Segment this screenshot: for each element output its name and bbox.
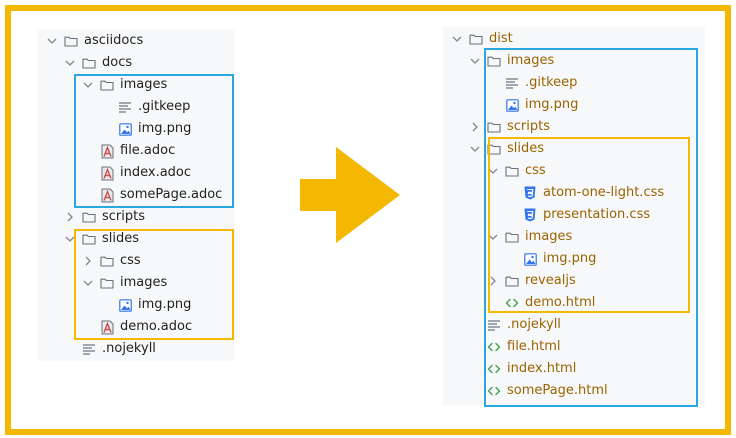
tree-row-label: slides <box>102 231 140 246</box>
tree-row-label: revealjs <box>525 273 576 288</box>
image-file-icon <box>117 118 133 140</box>
folder-icon <box>486 50 502 72</box>
tree-row-label: presentation.css <box>543 207 651 222</box>
tree-row-label: images <box>120 275 168 290</box>
tree-row-label: .nojekyll <box>102 341 156 356</box>
folder-icon <box>81 206 97 228</box>
asciidoc-file-icon <box>99 140 115 162</box>
tree-row-label: demo.html <box>525 295 596 310</box>
chevron-down-icon[interactable] <box>47 30 57 52</box>
tree-row-label: somePage.html <box>507 383 608 398</box>
chevron-down-icon[interactable] <box>488 226 498 248</box>
tree-row-label: css <box>120 253 141 268</box>
tree-row-label: atom-one-light.css <box>543 185 665 200</box>
folder-icon <box>99 272 115 294</box>
text-file-icon <box>486 314 502 336</box>
tree-row-label: scripts <box>507 119 550 134</box>
chevron-down-icon[interactable] <box>470 138 480 160</box>
right-arrow <box>300 147 400 243</box>
image-file-icon <box>117 294 133 316</box>
dist-tree-panel <box>443 27 705 405</box>
tree-row-label: index.html <box>507 361 577 376</box>
tree-row-label: img.png <box>138 297 192 312</box>
asciidoc-file-icon <box>99 184 115 206</box>
tree-row-label: images <box>507 53 555 68</box>
html-file-icon <box>486 336 502 358</box>
tree-row-label: images <box>525 229 573 244</box>
folder-icon <box>63 30 79 52</box>
chevron-right-icon[interactable] <box>470 116 480 138</box>
tree-row-label: css <box>525 163 546 178</box>
text-file-icon <box>504 72 520 94</box>
tree-row-label: img.png <box>525 97 579 112</box>
html-file-icon <box>486 380 502 402</box>
tree-row-label: img.png <box>543 251 597 266</box>
tree-row-label: docs <box>102 55 133 70</box>
source-slides-highlight <box>74 229 234 340</box>
chevron-right-icon[interactable] <box>83 250 93 272</box>
folder-icon <box>504 270 520 292</box>
chevron-down-icon[interactable] <box>83 74 93 96</box>
folder-icon <box>99 74 115 96</box>
source-docs-highlight <box>74 74 234 208</box>
css-file-icon <box>522 182 538 204</box>
css-file-icon <box>522 204 538 226</box>
chevron-down-icon[interactable] <box>65 52 75 74</box>
tree-row-label: scripts <box>102 209 145 224</box>
tree-row-label: slides <box>507 141 545 156</box>
tree-row-label: asciidocs <box>84 33 144 48</box>
text-file-icon <box>117 96 133 118</box>
chevron-down-icon[interactable] <box>452 28 462 50</box>
asciidoc-file-icon <box>99 316 115 338</box>
tree-row-label: file.adoc <box>120 143 176 158</box>
folder-icon <box>81 52 97 74</box>
folder-icon <box>81 228 97 250</box>
image-file-icon <box>522 248 538 270</box>
chevron-down-icon[interactable] <box>65 228 75 250</box>
folder-icon <box>486 116 502 138</box>
tree-row-label: index.adoc <box>120 165 192 180</box>
html-file-icon <box>486 358 502 380</box>
html-file-icon <box>504 292 520 314</box>
text-file-icon <box>81 338 97 360</box>
tree-row-label: somePage.adoc <box>120 187 223 202</box>
folder-icon <box>504 160 520 182</box>
tree-row-label: .nojekyll <box>507 317 561 332</box>
tree-row-label: demo.adoc <box>120 319 193 334</box>
tree-row-label: .gitkeep <box>525 75 578 90</box>
tree-row-label: img.png <box>138 121 192 136</box>
tree-row-label: images <box>120 77 168 92</box>
folder-icon <box>468 28 484 50</box>
tree-row-label: dist <box>489 31 513 46</box>
chevron-right-icon[interactable] <box>488 270 498 292</box>
chevron-right-icon[interactable] <box>65 206 75 228</box>
dist-slides-highlight <box>488 137 690 313</box>
folder-icon <box>504 226 520 248</box>
asciidoc-file-icon <box>99 162 115 184</box>
source-tree-panel <box>37 29 235 361</box>
tree-row-label: file.html <box>507 339 561 354</box>
chevron-down-icon[interactable] <box>470 50 480 72</box>
chevron-down-icon[interactable] <box>83 272 93 294</box>
folder-icon <box>99 250 115 272</box>
dist-root-highlight <box>484 48 698 407</box>
image-file-icon <box>504 94 520 116</box>
tree-row-label: .gitkeep <box>138 99 191 114</box>
chevron-down-icon[interactable] <box>488 160 498 182</box>
